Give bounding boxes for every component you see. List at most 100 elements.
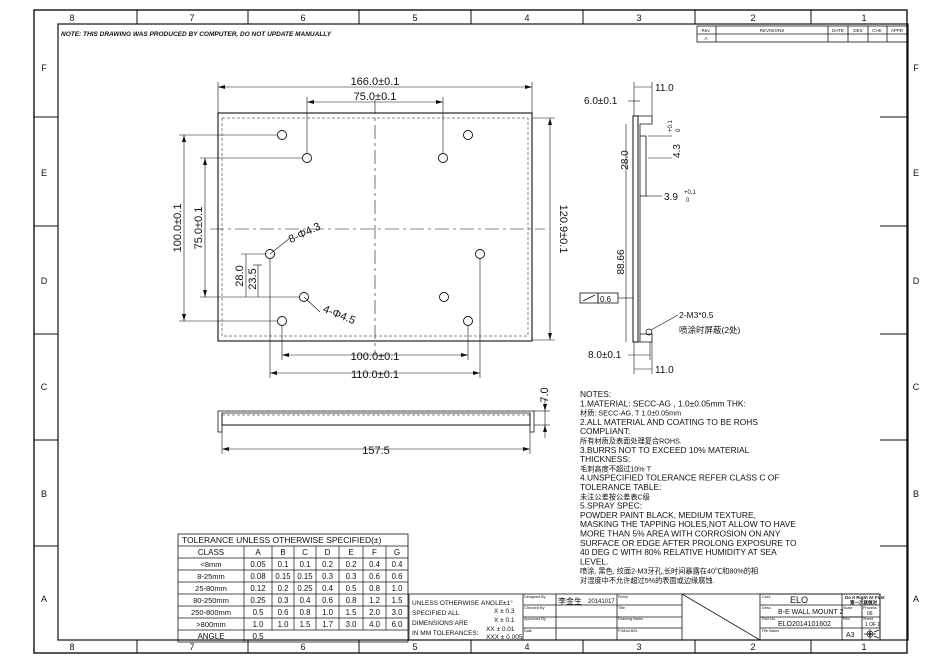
tolerance-header: E (348, 548, 353, 557)
dim-11-bottom: 11.0 (655, 365, 674, 376)
mounting-hole (302, 153, 312, 163)
callout-m3-cn: 喷涂时屏蔽(2处) (679, 325, 741, 335)
mounting-hole (277, 316, 287, 326)
note-line: 喷涂, 黑色, 纹面2-M3牙孔,长时间暴露在40℃和80%的相 (580, 567, 758, 576)
zone-row-right: B (913, 489, 919, 499)
mounting-hole (277, 130, 287, 140)
tolerance-cell: 1.0 (253, 620, 265, 629)
notes: NOTES:1.MATERIAL: SECC-AG , 1.0±0.05mm T… (580, 389, 797, 585)
label-pn: P./Mod.B/N. (618, 629, 638, 633)
tolerance-cell: 1.0 (392, 584, 404, 593)
zone-col-top: 1 (861, 13, 866, 23)
tolerance-cell: 0.3 (346, 572, 357, 581)
zone-row-left: C (41, 382, 48, 392)
label-approved-by: Approved By (524, 617, 546, 621)
zone-row-right: E (913, 168, 919, 178)
zone-row-right: D (913, 276, 920, 286)
tolerance-cell: 0.6 (392, 572, 403, 581)
process-value: 06 (867, 611, 873, 617)
tol-xx: X ± 0.1 (494, 617, 515, 624)
tolerance-header: CLASS (198, 548, 224, 557)
label-rev: Rev. (843, 617, 851, 621)
zone-row-left: B (41, 489, 47, 499)
zone-row-right: A (913, 594, 919, 604)
zone-col-bottom: 5 (412, 642, 417, 652)
rev-header: CHK (872, 28, 882, 33)
zone-col-bottom: 4 (524, 642, 529, 652)
tolerance-header: G (394, 548, 400, 557)
dim-width: 166.0±0.1 (351, 76, 400, 88)
dim-28-side: 28.0 (620, 150, 631, 170)
tolerance-cell: 4.0 (369, 620, 381, 629)
tolerance-cell: 6.0 (392, 620, 404, 629)
projection-icon (864, 629, 880, 639)
note-line: 4.UNSPECIFIED TOLERANCE REFER CLASS C OF (580, 473, 779, 483)
note-line: 所有材质及表面处理复合ROHS. (580, 437, 682, 446)
tolerance-cell: 2.0 (369, 608, 381, 617)
note-line: 未注公差按公差表C级 (580, 492, 650, 501)
part-desc: B-E WALL MOUNT 2 (778, 609, 844, 616)
tolerance-header: A (255, 548, 261, 557)
tolerance-cell: 3.0 (392, 608, 404, 617)
bottom-view: 157.5 7.0 (217, 387, 551, 457)
label-sheet: Sheet (863, 617, 874, 621)
unless-line: SPECIFIED ALL (412, 610, 460, 617)
company-slogan-en: Do It Right At First (845, 595, 885, 600)
tolerance-cell: 0.08 (250, 572, 265, 581)
tolerance-cell: 0.4 (322, 584, 334, 593)
label-designed-by: Designed By (524, 595, 546, 599)
zone-col-bottom: 3 (636, 642, 641, 652)
tolerance-cell: <8mm (200, 560, 221, 569)
label-process: Process (863, 606, 877, 610)
zone-col-top: 2 (750, 13, 755, 23)
tolerance-cell: 0.3 (278, 596, 289, 605)
dim-length: 157.5 (362, 445, 390, 457)
rev-header: REVISIONS (760, 28, 785, 33)
tolerance-cell: 1.2 (369, 596, 380, 605)
tolerance-cell: 0.3 (322, 572, 333, 581)
company-slogan-cn: 第一次就做对 (850, 599, 877, 606)
tolerance-cell: 0.5 (346, 584, 358, 593)
hole-callout-8: 8-Φ4.3 (287, 221, 323, 246)
flatness-value: 0.6 (600, 295, 612, 304)
unless-line: IN MM TOLERANCES: (412, 630, 479, 637)
dim-4-3-tol-bot: 0 (676, 128, 682, 132)
label-part-no: Part No. (762, 617, 776, 621)
note-line: 2.ALL MATERIAL AND COATING TO BE ROHS (580, 417, 758, 427)
zone-col-top: 3 (636, 13, 641, 23)
note-line: 5.SPRAY SPEC: (580, 501, 642, 511)
tolerance-cell: 0.8 (300, 608, 311, 617)
tolerance-cell: 0.2 (278, 584, 289, 593)
note-line: SURFACE OR EDGE AFTER PROLONG EXPOSURE T… (580, 538, 797, 548)
tol-xxx: XX ± 0.01 (486, 626, 515, 633)
tolerance-cell: 0.25 (297, 584, 313, 593)
tolerance-cell: 0.15 (275, 572, 291, 581)
sheet-value: 1 OF 1 (865, 622, 881, 628)
tolerance-angle-label: ANGLE (197, 632, 224, 641)
tolerance-cell: 0.12 (250, 584, 265, 593)
rev-header: APPD (891, 28, 904, 33)
zone-col-top: 8 (69, 13, 74, 23)
tolerance-cell: 250-800mm (191, 608, 231, 617)
tol-xxxx: XXX ± 0.005 (486, 634, 523, 641)
tolerance-cell: 3.0 (346, 620, 358, 629)
tolerance-cell: 0.6 (322, 596, 333, 605)
dim-11-top: 11.0 (655, 83, 674, 94)
zone-labels: 8 7 6 5 4 3 2 1 8 7 6 5 4 3 2 1 F E D C … (41, 13, 920, 652)
tolerance-table: TOLERANCE UNLESS OTHERWISE SPECIFIED(±)C… (177, 533, 409, 643)
note-line: COMPLIANT: (580, 426, 630, 436)
paper-size: A3 (846, 632, 855, 639)
label-scale: Scale (843, 606, 853, 610)
mounting-hole (438, 153, 448, 163)
tolerance-cell: 0.1 (300, 560, 311, 569)
tolerance-cell: 0.8 (369, 584, 380, 593)
dim-88-66: 88.66 (616, 249, 627, 274)
tolerance-cell: 1.5 (346, 608, 358, 617)
zone-col-top: 7 (189, 13, 194, 23)
label-cust: Cust. (762, 595, 771, 599)
zone-col-top: 5 (412, 13, 417, 23)
mounting-hole (463, 316, 473, 326)
tolerance-cell: 1.0 (278, 620, 290, 629)
dim-4-3: 4.3 (672, 144, 683, 158)
